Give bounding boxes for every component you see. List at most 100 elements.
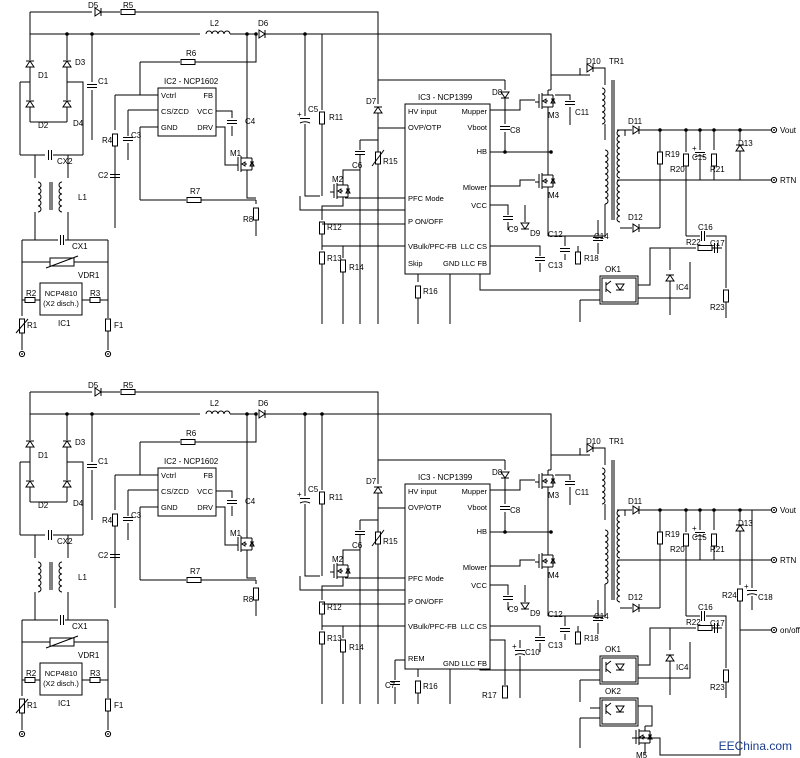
component-label: C3 (131, 131, 142, 140)
component-label: D9 (530, 229, 541, 238)
component-label: R7 (190, 567, 201, 576)
junction-dot (245, 32, 249, 36)
wire (21, 620, 50, 643)
coil-icon (601, 467, 606, 505)
diode-icon (62, 100, 72, 108)
mosfet-arrow (337, 568, 342, 574)
diode-icon (665, 654, 675, 662)
diode-icon (586, 63, 594, 73)
coil-icon (616, 179, 621, 223)
wire (490, 479, 535, 491)
resistor (575, 631, 581, 645)
diode-icon (500, 471, 510, 479)
component-label: VDR1 (78, 271, 100, 280)
component-label: R16 (423, 287, 438, 296)
ic2-pin-vcc: VCC (197, 487, 213, 496)
ic3-pin-ovp: OVP/OTP (408, 503, 441, 512)
component-label: D12 (628, 593, 643, 602)
mosfet-arrow (542, 178, 547, 184)
diode-icon (632, 603, 640, 613)
terminal-center (773, 129, 775, 131)
component-label: D5 (88, 1, 99, 10)
wire (304, 124, 320, 197)
component-label: R15 (383, 537, 398, 546)
ic2-title: IC2 - NCP1602 (164, 77, 219, 86)
coil-icon (604, 529, 609, 585)
resistor (89, 297, 101, 303)
ic3-pin-hb: HB (477, 527, 487, 536)
junction-dot (658, 508, 662, 512)
wire (490, 99, 535, 111)
ic3-pin-hb: HB (477, 147, 487, 156)
ic2-pin-vctrl: Vctrl (161, 91, 176, 100)
watermark-text: EEChina.com (719, 739, 792, 753)
wire (265, 33, 552, 90)
diode-icon (520, 602, 530, 610)
resistor (24, 677, 36, 683)
capacitor-plate (299, 501, 311, 504)
component-label: C18 (758, 593, 773, 602)
wire (638, 627, 670, 666)
ic2-pin-drv: DRV (197, 123, 213, 132)
component-label: TR1 (609, 57, 625, 66)
component-label: C13 (548, 261, 563, 270)
wire (555, 94, 571, 100)
resistor (24, 297, 36, 303)
component-label: F1 (114, 321, 124, 330)
ic3-pin-vcc: VCC (471, 581, 487, 590)
component-label: R12 (327, 223, 342, 232)
component-label: R23 (710, 683, 725, 692)
wire (555, 474, 571, 480)
resistor (112, 513, 118, 527)
ic1-subtitle: (X2 disch.) (43, 299, 79, 308)
component-label: D12 (628, 213, 643, 222)
inductor-icon (205, 30, 231, 35)
resistor (319, 631, 325, 645)
wire (216, 126, 234, 166)
ic1-subtitle: (X2 disch.) (43, 679, 79, 688)
wire (216, 110, 233, 118)
ic3-pin-gnd: GND (443, 259, 460, 268)
component-label: OK2 (605, 687, 622, 696)
plus-sign: + (512, 642, 517, 651)
wire (706, 615, 727, 640)
capacitor-plate (514, 653, 526, 656)
ic1-box (39, 662, 83, 696)
diode-icon (258, 409, 266, 419)
component-label: R2 (26, 289, 37, 298)
ic2-pin-drv: DRV (197, 503, 213, 512)
component-label: R3 (90, 289, 101, 298)
junction-dot (303, 412, 307, 416)
ic3-pin-vboot: Vboot (467, 123, 488, 132)
component-label: D2 (38, 501, 49, 510)
resistor (89, 677, 101, 683)
resistor (340, 639, 346, 653)
component-label: C11 (575, 108, 590, 117)
ic3-pin-mlower: Mlower (463, 183, 488, 192)
component-label: R18 (584, 254, 599, 263)
resistor (415, 680, 421, 694)
led-icon (615, 705, 625, 713)
component-label: D5 (88, 381, 99, 390)
coil-icon (58, 181, 63, 213)
component-label: R15 (383, 157, 398, 166)
ic2-box (157, 87, 217, 137)
coil-icon (616, 129, 621, 179)
resistor (737, 588, 743, 602)
mosfet-arrow (542, 478, 547, 484)
wire (21, 240, 50, 263)
ic3-pin-mlower: Mlower (463, 563, 488, 572)
coil-icon (601, 87, 606, 125)
component-label: R11 (329, 113, 344, 122)
component-label: D11 (628, 497, 643, 506)
diode-icon (62, 440, 72, 448)
component-label: CX2 (57, 537, 73, 546)
terminal-center (773, 179, 775, 181)
component-label: R11 (329, 493, 344, 502)
component-label: L2 (210, 19, 219, 28)
mosfet-arrow (542, 98, 547, 104)
resistor (657, 531, 663, 545)
capacitor-plate (694, 535, 706, 538)
ic3-box (404, 483, 491, 670)
component-label: L1 (78, 573, 87, 582)
